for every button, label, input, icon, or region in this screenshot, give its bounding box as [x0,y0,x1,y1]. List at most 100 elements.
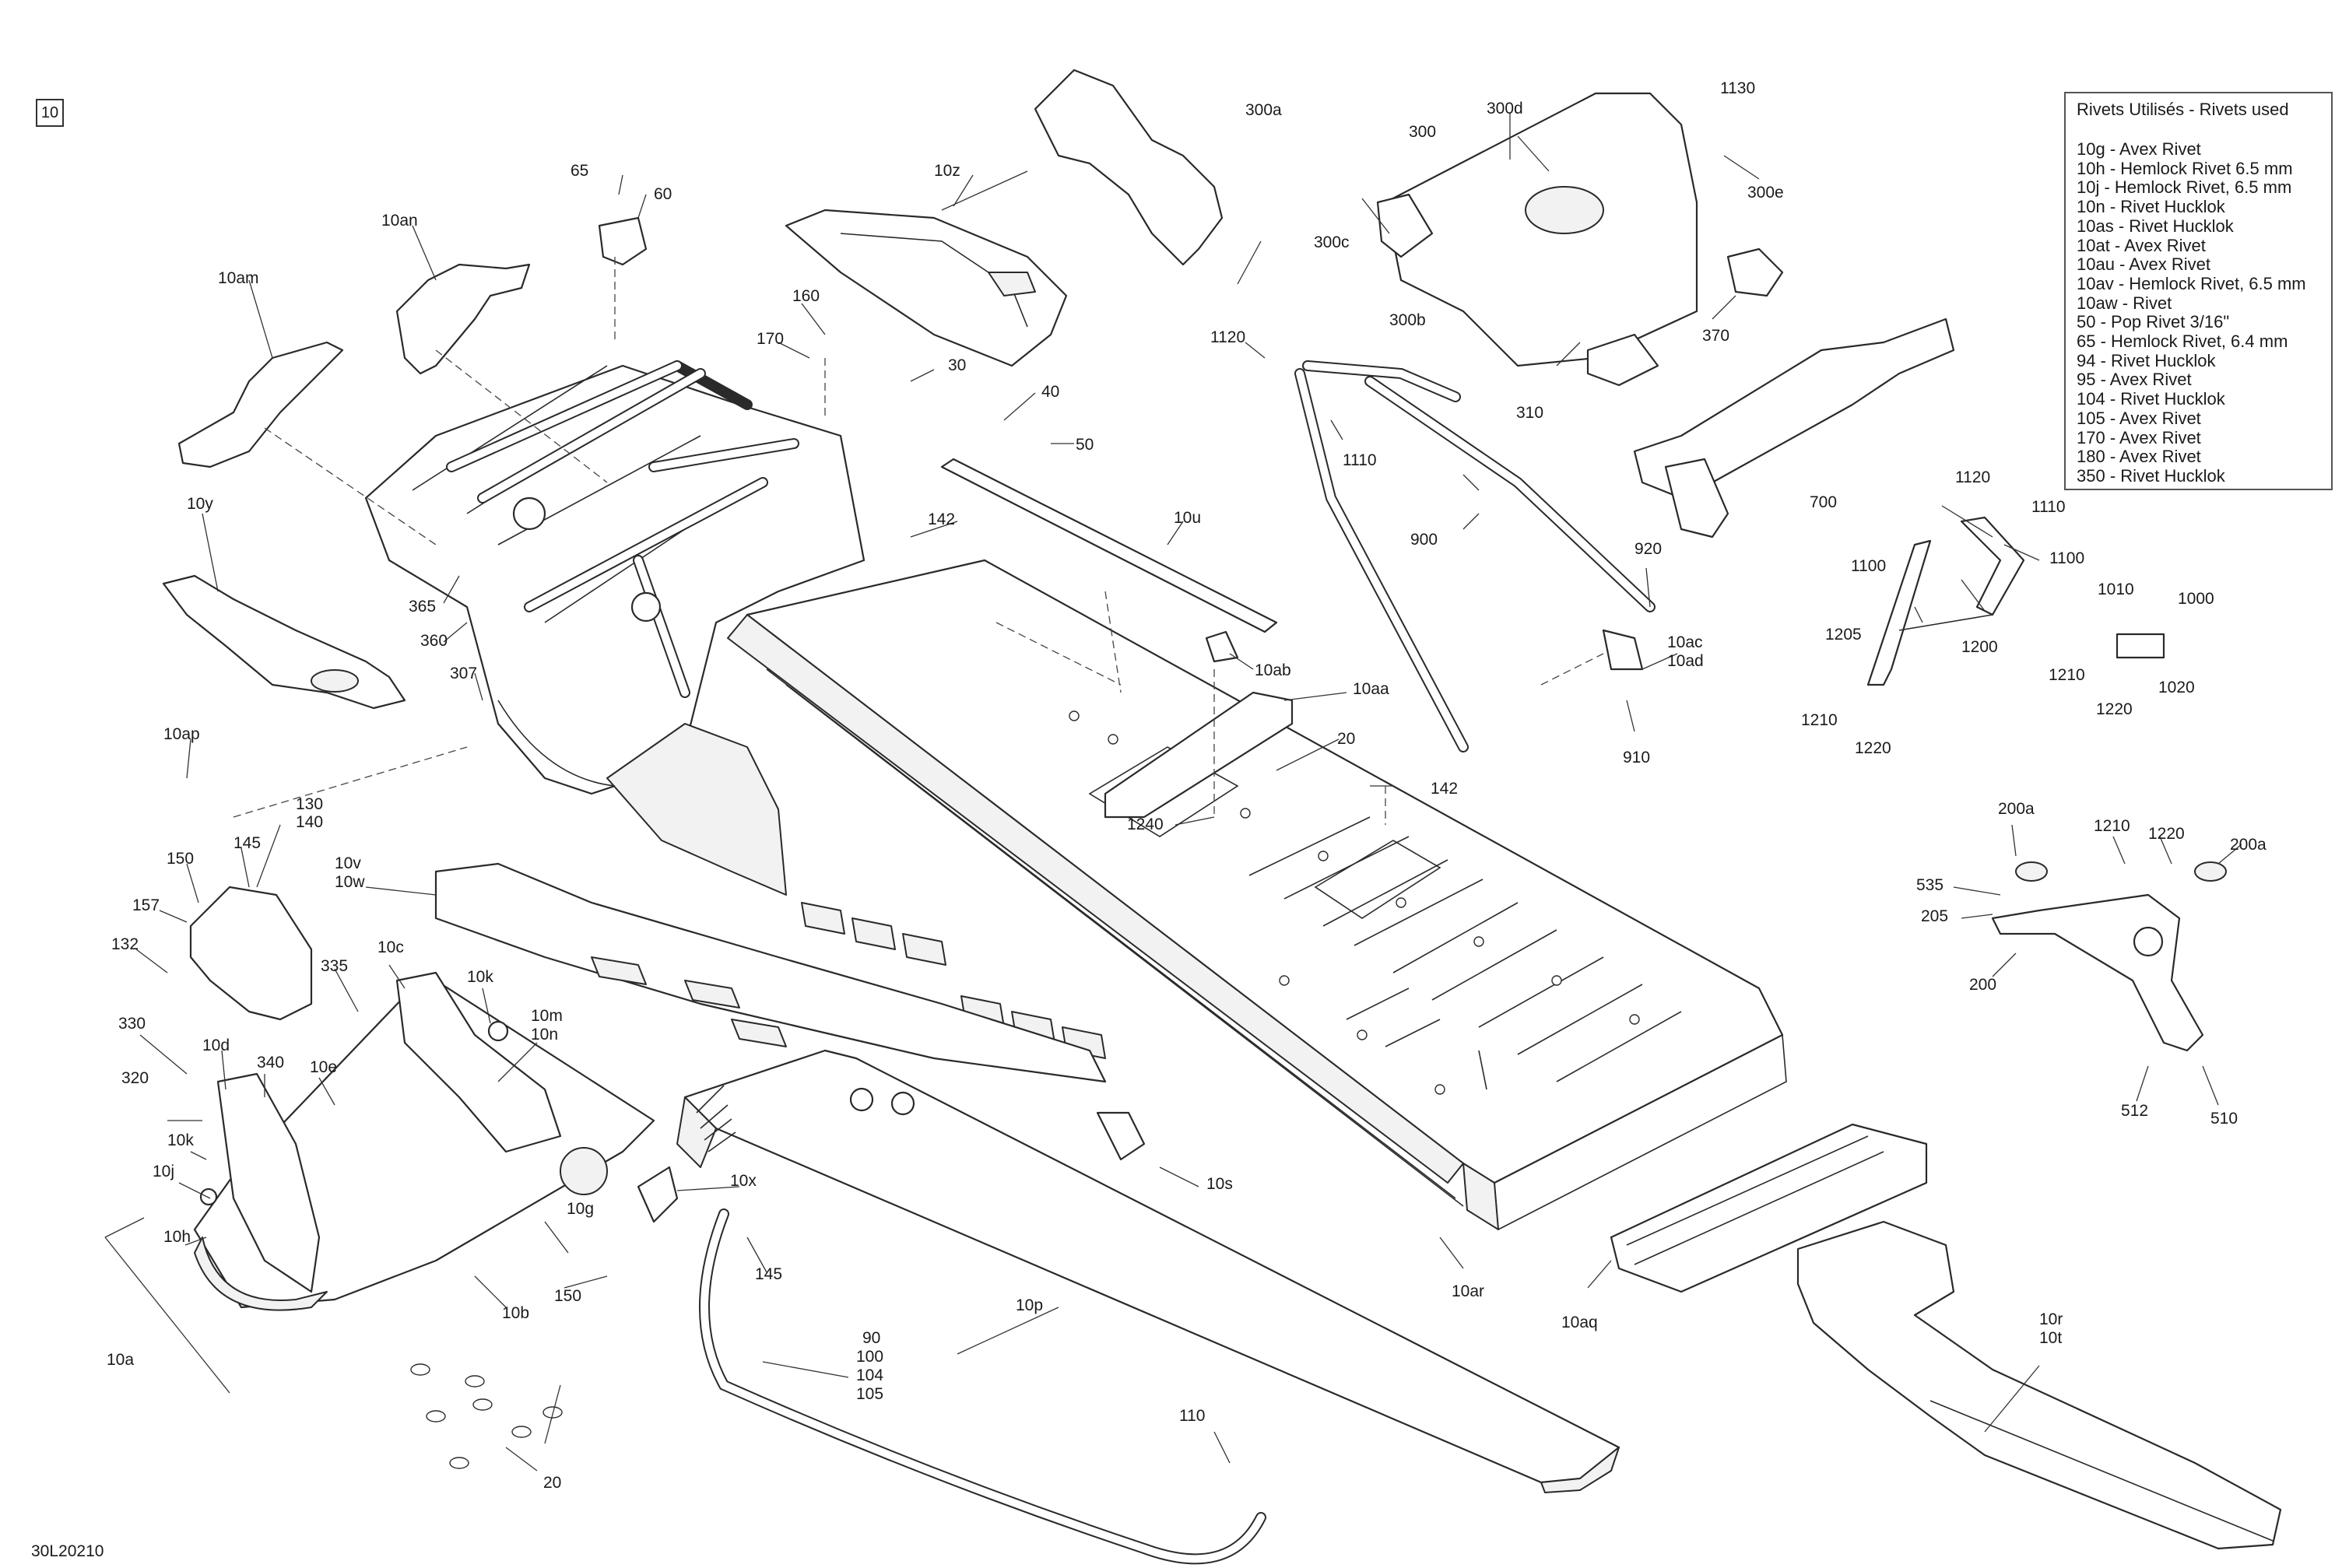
callout-label: 10t [2039,1329,2062,1347]
callout-label: 65 [571,162,588,180]
callout-label: 10am [218,269,259,287]
legend-item: 170 - Avex Rivet [2077,427,2201,447]
front-chassis-10e [193,971,655,1311]
callout-label: 1100 [2049,549,2084,567]
callout-label: 200a [1998,800,2035,818]
callout-label: 1220 [2148,825,2185,843]
callout-leaders [135,113,2242,1472]
legend-list: 10g - Avex Rivet 10h - Hemlock Rivet 6.5… [2077,139,2306,486]
page-number-box: 10 [36,99,64,127]
callout-label: 1220 [1855,739,1891,757]
bracket-300a [1034,68,1224,266]
callout-label: 300d [1487,100,1523,118]
callout-label: 104 [856,1366,883,1384]
legend-item: 10g - Avex Rivet [2077,139,2201,159]
callout-label: 40 [1041,383,1059,401]
callout-label: 1220 [2096,700,2133,718]
callout-label: 10j [153,1163,174,1180]
callout-label: 10c [377,938,404,956]
callout-label: 10z [934,162,960,180]
legend-item: 50 - Pop Rivet 3/16" [2077,312,2230,332]
callout-label: 300c [1314,233,1350,251]
callout-label: 10b [502,1304,529,1322]
drawing-code: 30L20210 [31,1542,104,1560]
legend-item: 10av - Hemlock Rivet, 6.5 mm [2077,273,2306,293]
callout-label: 60 [654,185,672,203]
callout-label: 10a [107,1351,134,1369]
callout-label: 90 [862,1329,880,1347]
callout-label: 10an [381,212,418,230]
callout-label: 365 [409,598,436,616]
callout-label: 1020 [2158,679,2195,696]
callout-label: 335 [321,957,348,975]
heat-shield-130 [189,886,313,1021]
legend-item: 180 - Avex Rivet [2077,447,2201,467]
callout-label: 10s [1206,1175,1233,1193]
legend-item: 94 - Rivet Hucklok [2077,350,2216,370]
callout-label: 105 [856,1385,883,1403]
callout-label: 10r [2039,1310,2063,1328]
callout-label: 142 [928,510,955,528]
legend-item: 10aw - Rivet [2077,293,2172,313]
callout-label: 10u [1174,509,1201,527]
callout-label: 10y [187,495,213,513]
callout-label: 150 [167,850,194,868]
callout-label: 10ar [1452,1282,1484,1300]
callout-label: 200 [1969,976,1996,994]
rivets-legend: Rivets Utilisés - Rivets used 10g - Avex… [2064,92,2333,490]
callout-label: 300 [1409,123,1436,141]
callout-label: 1130 [1720,79,1755,97]
callout-label: 910 [1623,749,1650,766]
callout-label: 300b [1389,311,1426,329]
callout-label: 1210 [2094,817,2130,835]
legend-title: Rivets Utilisés - Rivets used [2077,100,2289,119]
link-1100a [1866,539,1932,686]
callout-label: 700 [1810,493,1837,511]
callout-label: 370 [1702,327,1729,345]
rear-arm-200 [1991,893,2204,1052]
belly-pan-10v [434,862,1107,1083]
legend-item: 10au - Avex Rivet [2077,254,2211,275]
callout-label: 512 [2121,1102,2148,1120]
callout-label: 360 [420,632,448,650]
callout-label: 1120 [1955,468,1990,486]
callout-label: 1100 [1851,557,1886,575]
callout-label: 10w [335,873,365,891]
callout-label: 1210 [2049,666,2085,684]
callout-label: 10p [1016,1296,1043,1314]
callout-label: 157 [132,896,160,914]
callout-label: 145 [234,834,261,852]
callout-label: 160 [792,287,820,305]
callout-label: 20 [1337,730,1355,748]
callout-label: 10aa [1353,680,1389,698]
legend-item: 10j - Hemlock Rivet, 6.5 mm [2077,177,2292,198]
legend-item: 10n - Rivet Hucklok [2077,197,2225,217]
rear-panel-10r [1796,1220,2282,1550]
callout-label: 1110 [2031,498,2066,516]
callout-label: 150 [554,1287,581,1305]
callout-label: 1205 [1825,626,1862,644]
callout-label: 300e [1747,184,1784,202]
legend-item: 350 - Rivet Hucklok [2077,465,2225,486]
extrusion-10aq [1610,1123,1928,1293]
callout-label: 1110 [1343,451,1377,469]
legend-item: 10as - Rivet Hucklok [2077,216,2234,236]
callout-label: 50 [1076,436,1094,454]
callout-label: 10h [163,1228,191,1246]
callout-label: 10g [567,1200,594,1218]
callout-label: 10e [310,1058,337,1076]
callout-label: 10v [335,854,361,872]
bracket-60 [598,216,648,266]
front-frame-assembly [364,360,866,896]
legend-item: 104 - Rivet Hucklok [2077,389,2225,409]
legend-item: 95 - Avex Rivet [2077,370,2192,390]
legend-item: 65 - Hemlock Rivet, 6.4 mm [2077,331,2288,352]
callout-label: 1120 [1210,328,1245,346]
tunnel-main [727,559,1787,1230]
callout-label: 110 [1179,1407,1205,1425]
callout-label: 307 [450,665,477,682]
callout-label: 330 [118,1015,146,1033]
legend-item: 10h - Hemlock Rivet 6.5 mm [2077,158,2293,178]
callout-label: 30 [948,356,966,374]
